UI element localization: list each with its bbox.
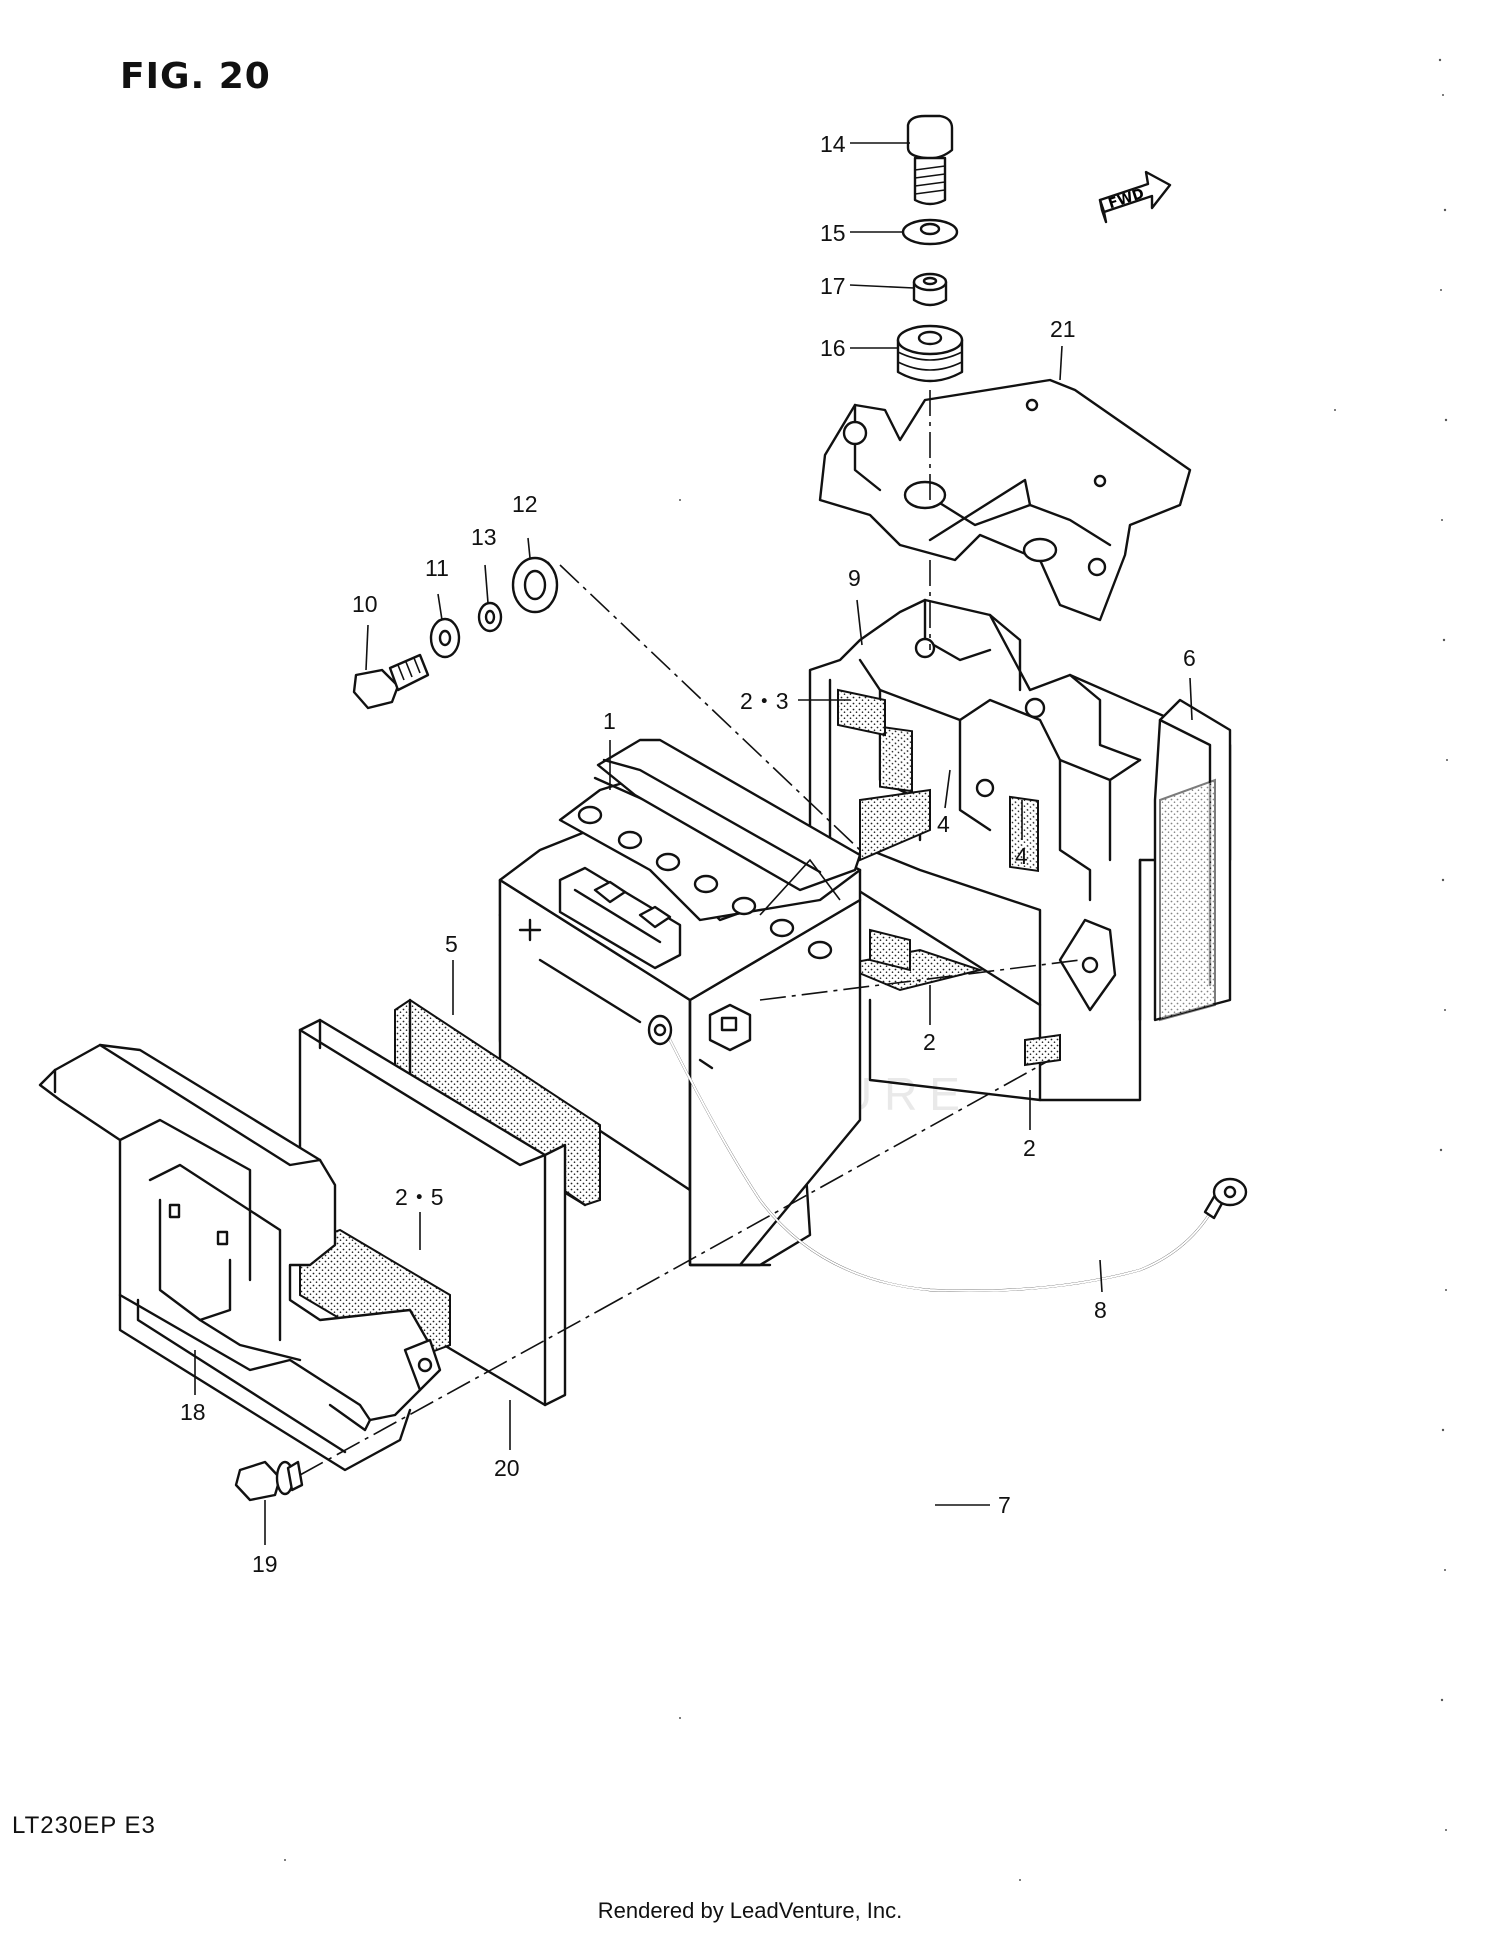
part-11-washer <box>429 617 461 659</box>
model-code: LT230EP E3 <box>12 1812 156 1839</box>
part-19-bolt <box>234 1460 304 1502</box>
callout-2b: 2 <box>1023 1135 1036 1161</box>
callout-6: 6 <box>1183 645 1196 671</box>
callout-9: 9 <box>848 565 861 591</box>
callout-14: 14 <box>820 131 846 157</box>
callout-13: 13 <box>471 524 497 550</box>
callout-11: 11 <box>425 555 449 581</box>
figure-title: FIG. 20 <box>120 56 271 97</box>
callout-4a: 4 <box>937 811 950 837</box>
part-6-side-pad <box>1153 698 1232 1022</box>
part-8-ground-lead <box>647 1014 1248 1293</box>
callout-16: 16 <box>820 335 846 361</box>
part-21-top-bracket <box>818 378 1192 622</box>
callout-4b: 4 <box>1015 843 1028 869</box>
scan-specks <box>284 58 1448 1881</box>
centerline-side <box>559 564 861 851</box>
callout-2-3: 2・3 <box>740 688 789 714</box>
fwd-arrow-icon: FWD <box>1098 170 1172 224</box>
part-12-grommet <box>511 556 559 614</box>
callout-1: 1 <box>603 708 616 734</box>
callout-17: 17 <box>820 273 846 299</box>
part-16-grommet <box>896 324 964 383</box>
callout-21: 21 <box>1050 316 1076 342</box>
part-1-battery <box>498 738 862 1267</box>
callout-2-5: 2・5 <box>395 1184 444 1210</box>
callout-labels: 14 15 17 16 21 12 13 11 10 9 2・3 1 6 4 4… <box>180 131 1196 1577</box>
fwd-label: FWD <box>1106 186 1146 213</box>
part-9-battery-case <box>808 598 1232 1102</box>
callout-12: 12 <box>512 491 538 517</box>
callout-10: 10 <box>352 591 378 617</box>
part-18-battery-holder <box>38 1043 442 1472</box>
callout-8: 8 <box>1094 1297 1107 1323</box>
callout-5: 5 <box>445 931 458 957</box>
callout-18: 18 <box>180 1399 206 1425</box>
part-15-washer <box>901 218 959 246</box>
callout-20: 20 <box>494 1455 520 1481</box>
battery-vent-caps <box>577 805 833 960</box>
part-14-bolt <box>906 114 954 206</box>
part-17-collar <box>912 272 948 307</box>
callout-19: 19 <box>252 1551 278 1577</box>
callout-7: 7 <box>998 1492 1011 1518</box>
leader-lines <box>194 142 1193 1545</box>
centerline-holder <box>299 959 1081 1476</box>
part-7-cable <box>842 1034 963 1798</box>
part-13-collar <box>477 601 503 633</box>
callout-15: 15 <box>820 220 846 246</box>
part-10-bolt <box>352 653 430 710</box>
callout-2a: 2 <box>923 1029 936 1055</box>
render-credit: Rendered by LeadVenture, Inc. <box>597 1898 903 1923</box>
